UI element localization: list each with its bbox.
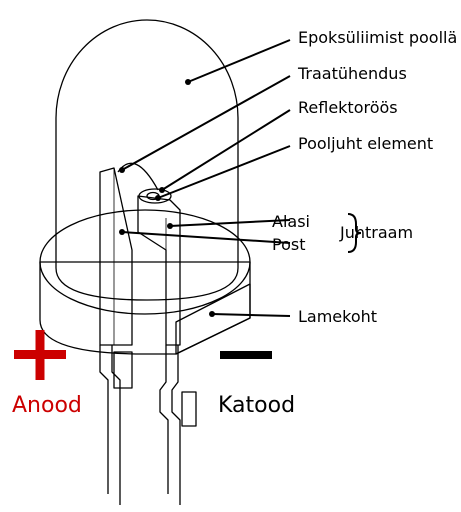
label-cathode: Katood bbox=[218, 393, 295, 418]
rim-top bbox=[39, 209, 251, 315]
label-anvil: Alasi bbox=[272, 212, 310, 231]
lead-frame-brace bbox=[347, 213, 362, 253]
label-post: Post bbox=[272, 235, 305, 254]
post bbox=[137, 195, 181, 346]
anvil bbox=[99, 167, 133, 346]
wire-bond bbox=[117, 162, 159, 191]
label-flat-spot: Lamekoht bbox=[298, 307, 377, 326]
minus-icon bbox=[220, 351, 272, 359]
label-epoxy: Epoksüliimist poollä bbox=[298, 28, 457, 47]
plus-icon bbox=[14, 330, 66, 380]
anode-lead bbox=[99, 345, 133, 505]
label-wire-bond: Traatühendus bbox=[297, 64, 407, 83]
rim-side bbox=[39, 261, 251, 355]
leaders bbox=[119, 39, 362, 317]
lead-frame bbox=[99, 162, 181, 346]
dome bbox=[55, 19, 239, 301]
epoxy-lens bbox=[39, 19, 251, 355]
label-semiconductor: Pooljuht element bbox=[298, 134, 433, 153]
cathode-lead bbox=[159, 345, 197, 505]
reflector-cup bbox=[138, 188, 172, 204]
label-reflector: Reflektoröös bbox=[298, 98, 398, 117]
label-anode: Anood bbox=[12, 393, 82, 418]
label-lead-frame: Juhtraam bbox=[339, 223, 413, 242]
flat-spot-face bbox=[175, 283, 251, 355]
